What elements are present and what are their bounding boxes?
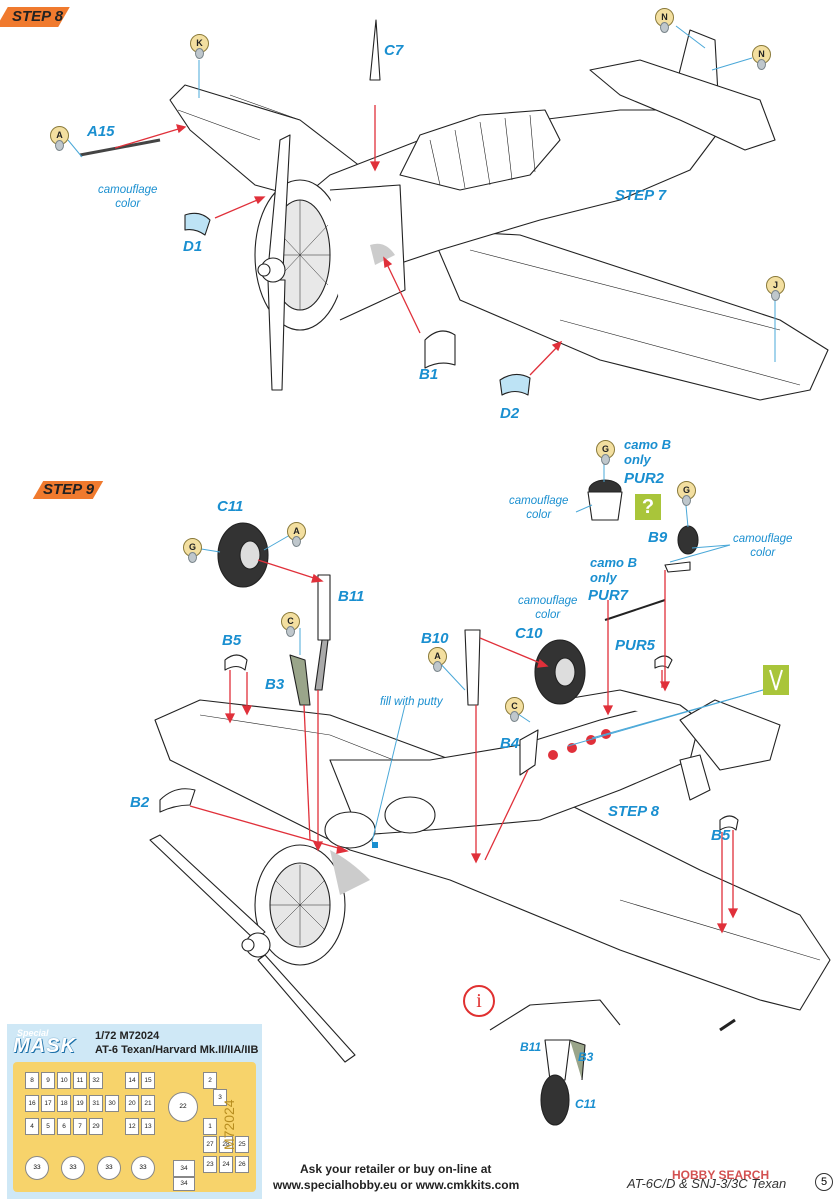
- part-label-d2: D2: [500, 405, 520, 422]
- detail-label-c11: C11: [575, 1097, 597, 1111]
- mask-cell: 32: [89, 1072, 103, 1089]
- mask-cell: 4: [25, 1118, 39, 1135]
- part-label-pur5: PUR5: [615, 637, 656, 654]
- mask-cell: 7: [73, 1118, 87, 1135]
- mask-cell: 3: [213, 1089, 227, 1106]
- mask-cell: 31: [89, 1095, 103, 1112]
- step8-aircraft: [79, 19, 829, 401]
- mask-cell: 33: [97, 1156, 121, 1180]
- mask-product-card: Special MASK 1/72 M72024 AT-6 Texan/Harv…: [7, 1024, 262, 1199]
- color-chip-g: G: [677, 481, 696, 506]
- mask-vertical-code: M72024: [221, 1099, 237, 1150]
- step8-reference: STEP 8: [608, 803, 660, 820]
- mask-cell: 29: [89, 1118, 103, 1135]
- mask-cell: 13: [141, 1118, 155, 1135]
- color-chip-j: J: [766, 276, 785, 301]
- part-label-b1: B1: [419, 366, 439, 383]
- putty-marker: [763, 665, 789, 695]
- part-label-b4: B4: [500, 735, 520, 752]
- mask-cell: 33: [131, 1156, 155, 1180]
- detail-label-b11: B11: [520, 1040, 542, 1054]
- step8-header: STEP 8: [12, 8, 64, 25]
- part-label-b11: B11: [338, 588, 365, 605]
- mask-product-title: AT-6 Texan/Harvard Mk.II/IIA/IIB: [95, 1044, 259, 1056]
- mask-cell: 2: [203, 1072, 217, 1089]
- mask-cell: 27: [203, 1136, 217, 1153]
- mask-cell: 10: [57, 1072, 71, 1089]
- part-label-pur7: PUR7: [588, 587, 629, 604]
- watermark-logo: HOBBY SEARCH: [672, 1168, 770, 1182]
- mask-cell: 22: [168, 1092, 198, 1122]
- mask-cell: 1: [203, 1118, 217, 1135]
- mask-cell: 20: [125, 1095, 139, 1112]
- mask-cell: 16: [25, 1095, 39, 1112]
- mask-cell: 23: [203, 1156, 217, 1173]
- mask-cell: 21: [141, 1095, 155, 1112]
- detail-label-b3: B3: [578, 1050, 594, 1064]
- mask-cell: 15: [141, 1072, 155, 1089]
- part-label-pur2: PUR2: [624, 470, 665, 487]
- part-label-b5-left: B5: [222, 632, 242, 649]
- mask-product-code: 1/72 M72024: [95, 1030, 160, 1042]
- color-chip-k: K: [190, 34, 209, 59]
- page-footer-title: AT-6C/D & SNJ-3/3C Texan: [627, 1176, 787, 1191]
- mask-cell: 26: [235, 1156, 249, 1173]
- mask-cell: 11: [73, 1072, 87, 1089]
- mask-cell: 5: [41, 1118, 55, 1135]
- part-label-b9: B9: [648, 529, 668, 546]
- color-chip-g: G: [183, 538, 202, 563]
- color-chip-c: C: [281, 612, 300, 637]
- part-label-d1: D1: [183, 238, 203, 255]
- part-label-b3: B3: [265, 676, 285, 693]
- part-label-c7: C7: [384, 42, 404, 59]
- mask-cell: 18: [57, 1095, 71, 1112]
- part-label-b2: B2: [130, 794, 150, 811]
- mask-cell: 14: [125, 1072, 139, 1089]
- part-label-c11: C11: [217, 498, 244, 515]
- mask-cell: 34: [173, 1177, 195, 1191]
- mask-cell: 6: [57, 1118, 71, 1135]
- page-number: 5: [815, 1173, 833, 1191]
- question-mark-icon: ?: [635, 494, 661, 520]
- mask-cell: 33: [61, 1156, 85, 1180]
- part-label-c10: C10: [515, 625, 543, 642]
- mask-cell: 9: [41, 1072, 55, 1089]
- color-chip-c: C: [505, 697, 524, 722]
- mask-cell: 25: [235, 1136, 249, 1153]
- color-chip-a: A: [287, 522, 306, 547]
- note-fill-putty: fill with putty: [380, 696, 443, 708]
- mask-cell: 28: [219, 1136, 233, 1153]
- mask-cell: 12: [125, 1118, 139, 1135]
- info-icon: i: [463, 985, 495, 1017]
- mask-cell: 17: [41, 1095, 55, 1112]
- mask-cell: 33: [25, 1156, 49, 1180]
- mask-cell: 34: [173, 1160, 195, 1177]
- color-chip-a: A: [50, 126, 69, 151]
- footer-retail-text: Ask your retailer or buy on-line at: [300, 1162, 492, 1176]
- color-chip-n: N: [752, 45, 771, 70]
- step7-reference: STEP 7: [615, 187, 667, 204]
- mask-cell: 8: [25, 1072, 39, 1089]
- color-chip-n: N: [655, 8, 674, 33]
- mask-cell: 30: [105, 1095, 119, 1112]
- mask-cell: 19: [73, 1095, 87, 1112]
- mask-brand-top: Special: [17, 1028, 49, 1038]
- footer-website-links[interactable]: www.specialhobby.eu or www.cmkkits.com: [273, 1178, 520, 1192]
- part-label-b10: B10: [421, 630, 449, 647]
- step9-header: STEP 9: [43, 481, 95, 498]
- part-label-a15: A15: [87, 123, 115, 140]
- part-label-b5-right: B5: [711, 827, 731, 844]
- color-chip-g: G: [596, 440, 615, 465]
- mask-brand-logo: MASK: [13, 1035, 76, 1057]
- color-chip-a: A: [428, 647, 447, 672]
- mask-cell: 24: [219, 1156, 233, 1173]
- mask-sheet: 8 9 10 11 32 14 15 2 3 16 17 18 19 31 30…: [13, 1062, 256, 1192]
